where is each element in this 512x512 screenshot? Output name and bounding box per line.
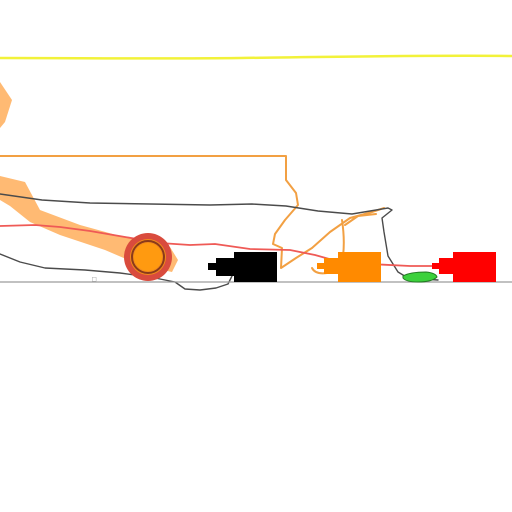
dark-sketch-line-lower [0,253,233,291]
orange-block-neck [324,258,338,274]
red-block-main [453,252,496,282]
black-block-tip [208,263,216,270]
orange-block-tip [317,263,324,269]
black-block-main [234,252,277,282]
orange-block-main [338,252,381,282]
red-block-tip [432,263,439,269]
ground-marker: □ [92,275,96,283]
wheel-rim [131,240,165,274]
black-block-neck [216,258,234,276]
red-block-neck [439,258,453,274]
wheel[interactable] [124,233,172,281]
orange-brush-arm [0,82,12,128]
orange-outline-frame [0,155,385,275]
red-block-piece[interactable] [432,252,496,282]
black-block-piece[interactable] [208,252,277,282]
orange-block-piece[interactable] [317,252,381,282]
top-yellow-line [0,54,512,60]
green-piece[interactable] [402,271,438,283]
wheel-core [134,243,162,271]
dark-sketch-line-upper [0,193,439,281]
